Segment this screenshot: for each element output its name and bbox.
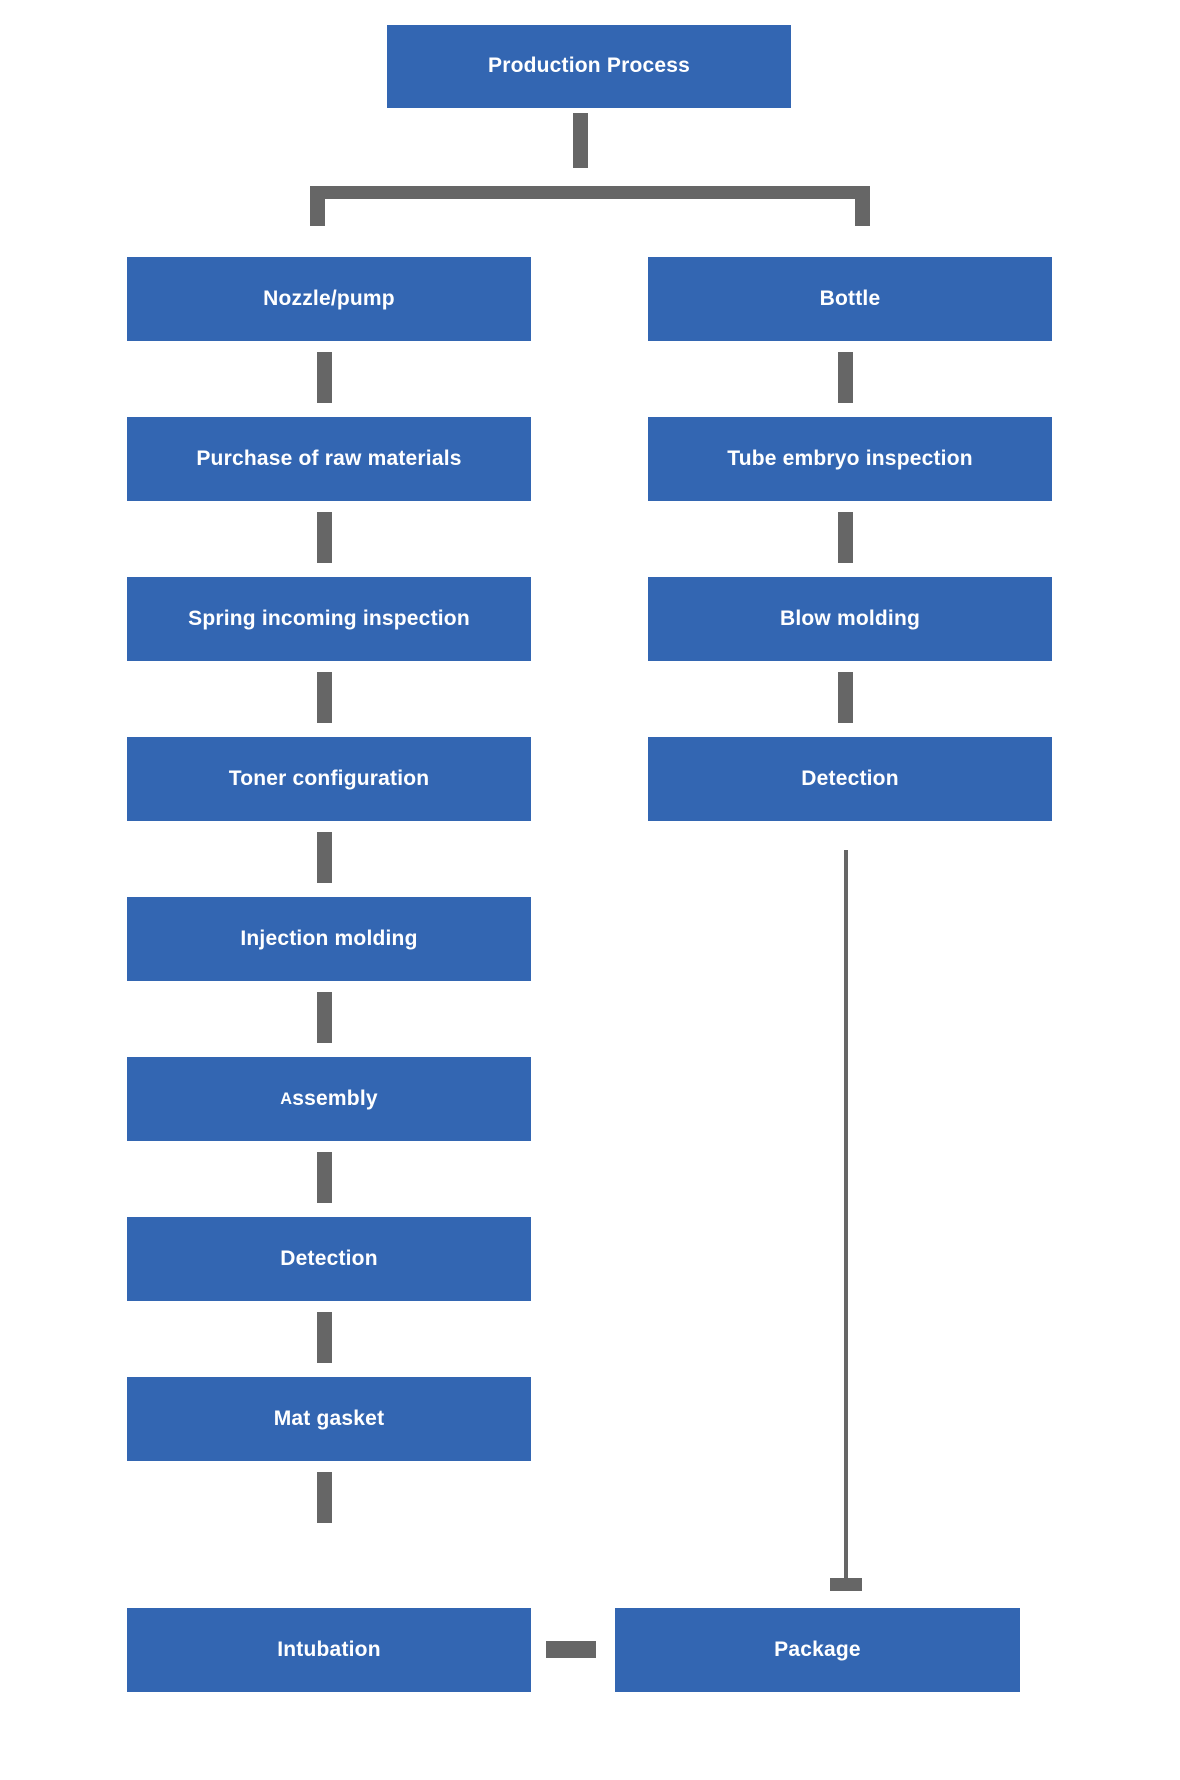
node-nozzle-pump[interactable]: Nozzle/pump bbox=[127, 257, 531, 341]
connector-left-4 bbox=[317, 832, 332, 883]
connector-left-8 bbox=[317, 1472, 332, 1523]
node-label: ssembly bbox=[292, 1086, 378, 1110]
connector-split-left-leg bbox=[310, 186, 325, 226]
node-label-lead: A bbox=[280, 1089, 293, 1108]
node-bottle[interactable]: Bottle bbox=[648, 257, 1052, 341]
connector-left-2 bbox=[317, 512, 332, 563]
node-injection-molding[interactable]: Injection molding bbox=[127, 897, 531, 981]
connector-left-5 bbox=[317, 992, 332, 1043]
node-label: Package bbox=[774, 1637, 861, 1661]
connector-root-stub bbox=[573, 113, 588, 168]
connector-left-3 bbox=[317, 672, 332, 723]
node-blow-molding[interactable]: Blow molding bbox=[648, 577, 1052, 661]
connector-left-1 bbox=[317, 352, 332, 403]
node-tube-embryo-inspection[interactable]: Tube embryo inspection bbox=[648, 417, 1052, 501]
connector-split-right-leg bbox=[855, 186, 870, 226]
connector-left-6 bbox=[317, 1152, 332, 1203]
node-mat-gasket[interactable]: Mat gasket bbox=[127, 1377, 531, 1461]
node-label: Toner configuration bbox=[228, 766, 430, 790]
connector-left-7 bbox=[317, 1312, 332, 1363]
node-detection-right[interactable]: Detection bbox=[648, 737, 1052, 821]
node-label: Injection molding bbox=[240, 926, 418, 950]
connector-split-bar bbox=[310, 186, 870, 199]
node-label: Nozzle/pump bbox=[263, 286, 395, 310]
node-detection-left[interactable]: Detection bbox=[127, 1217, 531, 1301]
node-package[interactable]: Package bbox=[615, 1608, 1020, 1692]
connector-right-1 bbox=[838, 352, 853, 403]
node-label: Blow molding bbox=[779, 606, 921, 630]
node-label: Detection bbox=[801, 766, 899, 790]
node-spring-incoming-inspection[interactable]: Spring incoming inspection bbox=[127, 577, 531, 661]
connector-right-2 bbox=[838, 512, 853, 563]
node-label: Spring incoming inspection bbox=[188, 606, 470, 630]
connector-detection-to-package-line bbox=[844, 850, 848, 1590]
connector-intubation-to-package bbox=[546, 1641, 596, 1658]
node-purchase-of-raw-materials[interactable]: Purchase of raw materials bbox=[127, 417, 531, 501]
node-production-process[interactable]: Production Process bbox=[387, 25, 791, 108]
node-label: Bottle bbox=[819, 286, 881, 310]
node-label: Production Process bbox=[488, 54, 690, 78]
connector-right-3 bbox=[838, 672, 853, 723]
node-label: Purchase of raw materials bbox=[196, 446, 462, 470]
node-label: Tube embryo inspection bbox=[727, 446, 973, 470]
node-toner-configuration[interactable]: Toner configuration bbox=[127, 737, 531, 821]
node-label: Mat gasket bbox=[273, 1406, 385, 1430]
connector-detection-to-package-arrowhead bbox=[830, 1578, 862, 1591]
node-label: Intubation bbox=[277, 1637, 381, 1661]
node-intubation[interactable]: Intubation bbox=[127, 1608, 531, 1692]
node-label: Detection bbox=[280, 1246, 378, 1270]
